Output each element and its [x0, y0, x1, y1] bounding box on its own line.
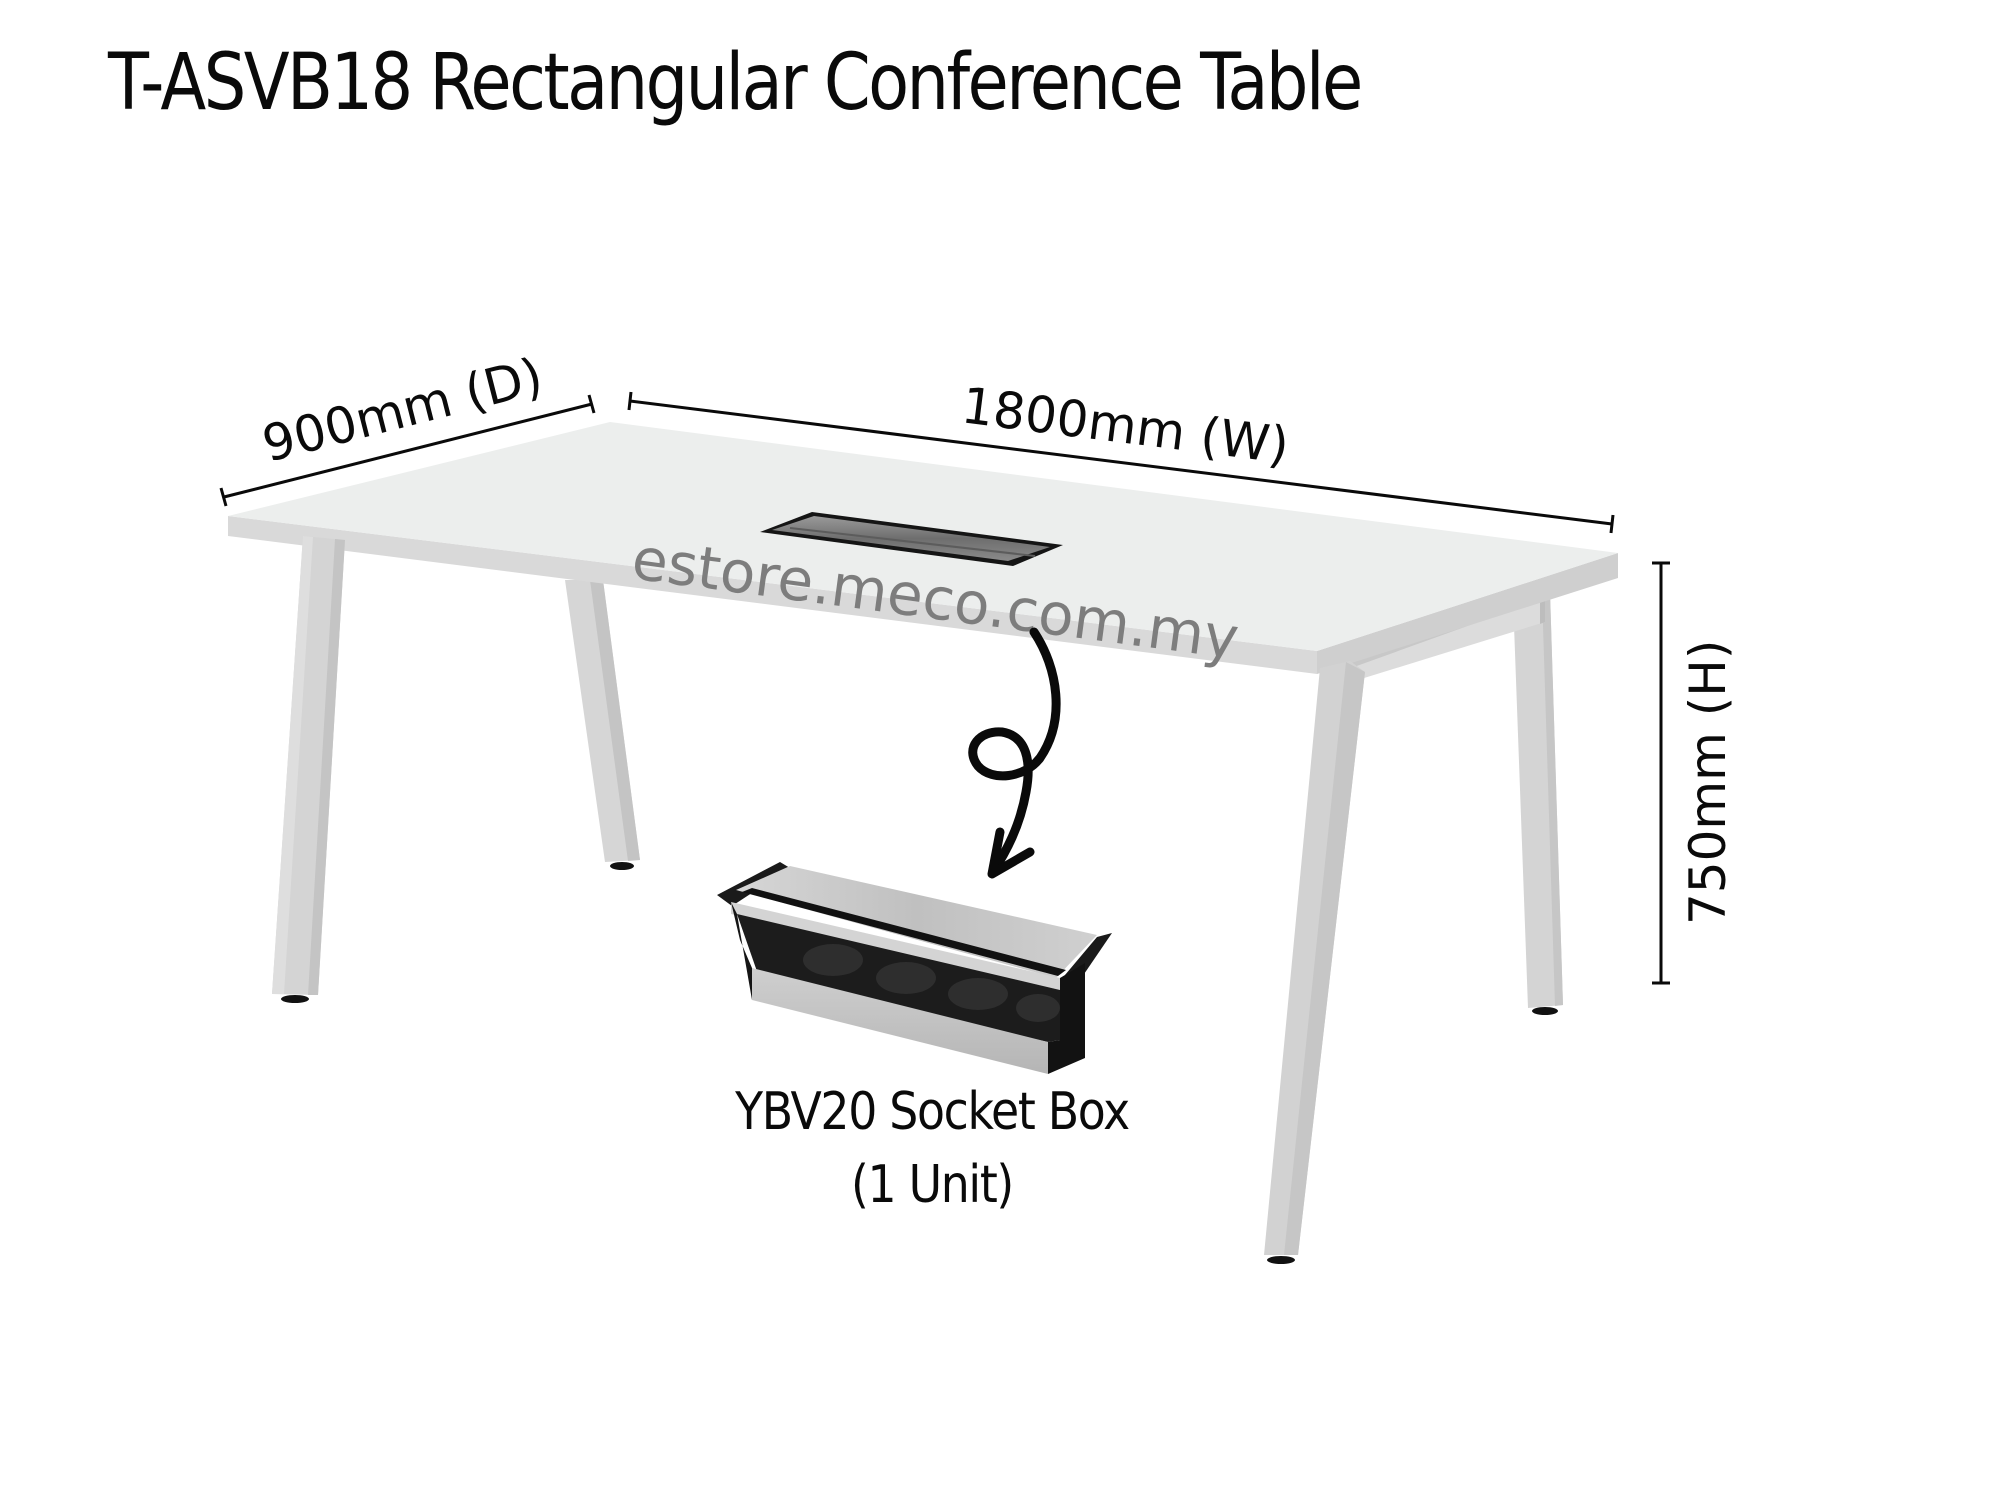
leg-foot	[1267, 1256, 1295, 1264]
socket-box-name: YBV20 Socket Box	[735, 1082, 1130, 1142]
table-leg-front-left	[272, 536, 345, 1003]
height-label: 750mm (H)	[1679, 640, 1737, 925]
table-leg-rear-left	[565, 580, 640, 870]
socket-box-image	[717, 862, 1112, 1074]
swirl-arrow-icon	[968, 627, 1061, 879]
page-title: T-ASVB18 Rectangular Conference Table	[108, 38, 1363, 128]
socket-box-quantity: (1 Unit)	[851, 1155, 1014, 1215]
cable-grommet	[760, 512, 1063, 566]
table-leg-front-right	[1264, 661, 1365, 1264]
dimension-height: 750mm (H)	[1652, 561, 1737, 985]
leg-foot	[610, 862, 634, 870]
leg-foot	[281, 995, 309, 1003]
leg-foot	[1532, 1007, 1558, 1015]
table-leg-rear-right	[1513, 592, 1563, 1015]
width-label: 1800mm (W)	[958, 376, 1292, 475]
